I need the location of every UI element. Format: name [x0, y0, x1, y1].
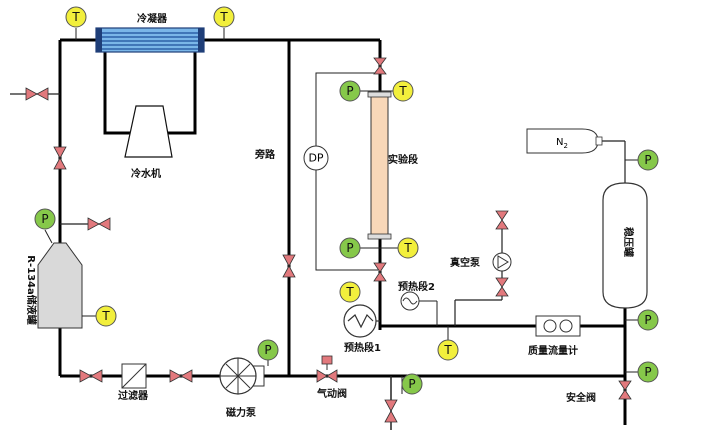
valve-icon[interactable] [53, 146, 67, 170]
test-section-label: 实验段 [388, 153, 418, 166]
bypass-label: 旁路 [254, 148, 276, 161]
filter-label: 过滤器 [118, 389, 149, 402]
svg-text:T: T [219, 10, 228, 24]
valve-icon[interactable] [169, 369, 193, 383]
temperature-gauge-icon: T [339, 281, 361, 303]
valve-icon[interactable] [25, 87, 49, 101]
preheater1-label: 预热段1 [344, 341, 381, 354]
svg-text:T: T [101, 309, 110, 323]
svg-text:P: P [644, 365, 651, 379]
svg-text:T: T [345, 285, 354, 299]
mass-flowmeter [535, 315, 581, 337]
nitrogen-cylinder [526, 128, 603, 154]
safety-valve-label: 安全阀 [566, 391, 596, 404]
svg-text:P: P [408, 377, 415, 391]
chiller-loop-2 [165, 40, 197, 135]
preheater1-exchanger [343, 304, 380, 338]
pressure-gauge-icon: P [34, 208, 56, 244]
pressure-gauge-icon: P [339, 80, 380, 102]
reservoir-tank [37, 242, 83, 329]
chiller-loop [103, 40, 132, 135]
gauges: T T T T T T T P P P P P P P P [34, 6, 659, 395]
valve-icon[interactable] [87, 217, 111, 231]
filter [121, 363, 147, 389]
valves [25, 57, 632, 423]
temperature-gauge-icon: T [65, 6, 87, 40]
valve-icon[interactable] [373, 262, 387, 282]
temperature-gauge-icon: T [437, 326, 459, 361]
valve-icon[interactable] [495, 277, 509, 297]
dp-label: DP [308, 152, 323, 165]
pressure-gauge-icon: P [257, 339, 279, 366]
preheater2-heater [400, 291, 438, 326]
mass-flowmeter-label: 质量流量计 [528, 344, 578, 357]
pressure-gauge-icon: P [625, 309, 659, 331]
svg-text:P: P [264, 343, 271, 357]
pump-label: 磁力泵 [226, 406, 257, 419]
valve-icon[interactable] [373, 57, 387, 75]
chiller [124, 105, 173, 158]
pressure-gauge-icon: P [339, 237, 380, 259]
accumulator-tank [602, 182, 648, 309]
pressure-gauge-icon: P [625, 361, 659, 383]
svg-text:P: P [644, 153, 651, 167]
svg-text:T: T [443, 343, 452, 357]
nitrogen-label: N2 [556, 137, 568, 150]
temperature-gauge-icon: T [213, 6, 235, 40]
temperature-gauge-icon: T [380, 237, 419, 259]
pressure-gauge-icon: P [625, 149, 659, 171]
preheater2-label: 预热段2 [398, 280, 435, 293]
svg-text:P: P [346, 84, 353, 98]
svg-text:T: T [403, 241, 412, 255]
vacuum-pump [492, 252, 512, 272]
valve-icon[interactable] [384, 399, 398, 423]
accumulator-label: 稳压罐 [622, 227, 635, 257]
chiller-label: 冷水机 [131, 167, 161, 180]
temperature-gauge-icon: T [380, 80, 414, 102]
reservoir-label: R-134a储液罐 [25, 255, 38, 324]
svg-text:P: P [41, 212, 48, 226]
vacuum-pump-label: 真空泵 [450, 256, 481, 269]
pneumatic-valve-label: 气动阀 [316, 387, 347, 400]
dp-line [315, 72, 378, 271]
valve-icon[interactable] [618, 380, 632, 400]
condenser-label: 冷凝器 [137, 12, 168, 25]
temperature-gauge-icon: T [82, 305, 117, 327]
test-section [367, 91, 392, 240]
dp-sensor: DP [303, 145, 329, 171]
valve-icon[interactable] [282, 254, 296, 278]
valve-icon[interactable] [79, 369, 103, 383]
pressure-gauge-icon: P [401, 373, 423, 395]
condenser [95, 27, 205, 53]
svg-text:T: T [71, 10, 80, 24]
valve-icon[interactable] [495, 210, 509, 230]
svg-text:P: P [644, 313, 651, 327]
svg-text:P: P [346, 241, 353, 255]
magnetic-pump [219, 357, 265, 395]
pneumatic-valve [316, 355, 338, 383]
svg-text:T: T [398, 84, 407, 98]
